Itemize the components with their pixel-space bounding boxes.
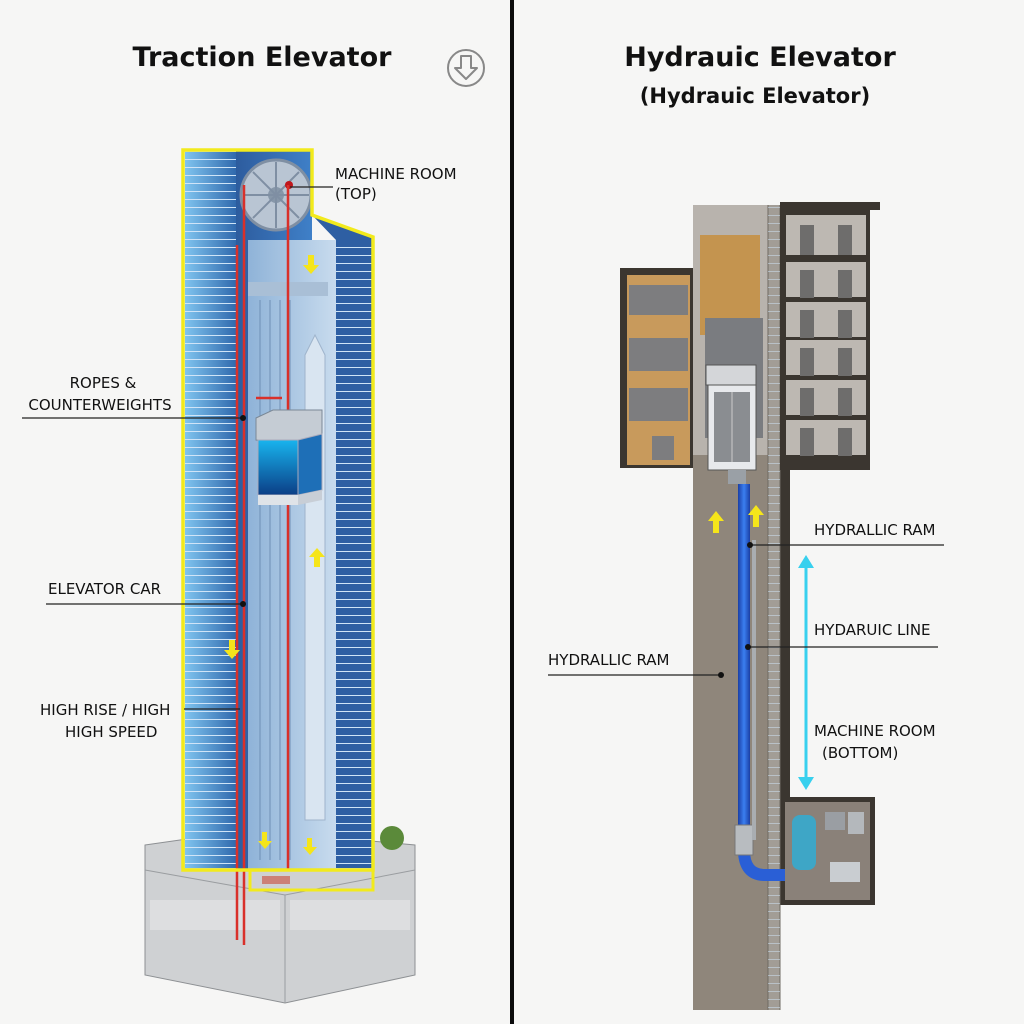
- elevator-car: [255, 409, 323, 505]
- shrub: [380, 826, 404, 850]
- arrow-down: [224, 640, 240, 659]
- oil-tank: [792, 815, 816, 870]
- hydraulic-title: Hydrauic Elevator: [624, 42, 896, 73]
- traction-title: Traction Elevator: [133, 42, 393, 73]
- hydraulic-building-illustration: [620, 202, 880, 1010]
- arrow-down: [303, 838, 317, 855]
- label-elevator-car: ELEVATOR CAR: [48, 580, 161, 598]
- hydraulic-line: [752, 540, 756, 840]
- label-machine-room-top: MACHINE ROOM: [335, 165, 457, 183]
- arrow-down: [258, 832, 272, 849]
- hydraulic-subtitle: (Hydrauic Elevator): [640, 84, 870, 108]
- label-machine-room-bottom: MACHINE ROOM: [814, 722, 936, 740]
- traction-tower-illustration: [144, 148, 416, 1004]
- label-high-rise: HIGH RISE / HIGH: [40, 701, 170, 719]
- label-hydraulic-ram-right: HYDRALLIC RAM: [814, 521, 935, 539]
- panel-divider: [510, 0, 514, 1024]
- arrow-up: [748, 505, 764, 527]
- label-counterweights: COUNTERWEIGHTS: [28, 396, 171, 414]
- label-hydraulic-line: HYDARUIC LINE: [814, 621, 931, 639]
- arrow-down: [303, 255, 319, 274]
- travel-range-arrow: [798, 555, 814, 790]
- label-hydraulic-ram-left: HYDRALLIC RAM: [548, 651, 669, 669]
- label-ropes: ROPES &: [70, 374, 137, 392]
- hydraulic-elevator-car: [705, 318, 763, 484]
- download-arrow-icon[interactable]: [447, 49, 485, 87]
- arrow-up: [309, 548, 325, 567]
- label-machine-room-bottom-sub: (BOTTOM): [822, 744, 898, 762]
- hydraulic-ram: [738, 484, 750, 854]
- label-high-speed: HIGH SPEED: [65, 723, 157, 741]
- label-machine-room-top-sub: (TOP): [335, 185, 377, 203]
- traction-sheave: [239, 158, 313, 232]
- arrow-up: [708, 511, 724, 533]
